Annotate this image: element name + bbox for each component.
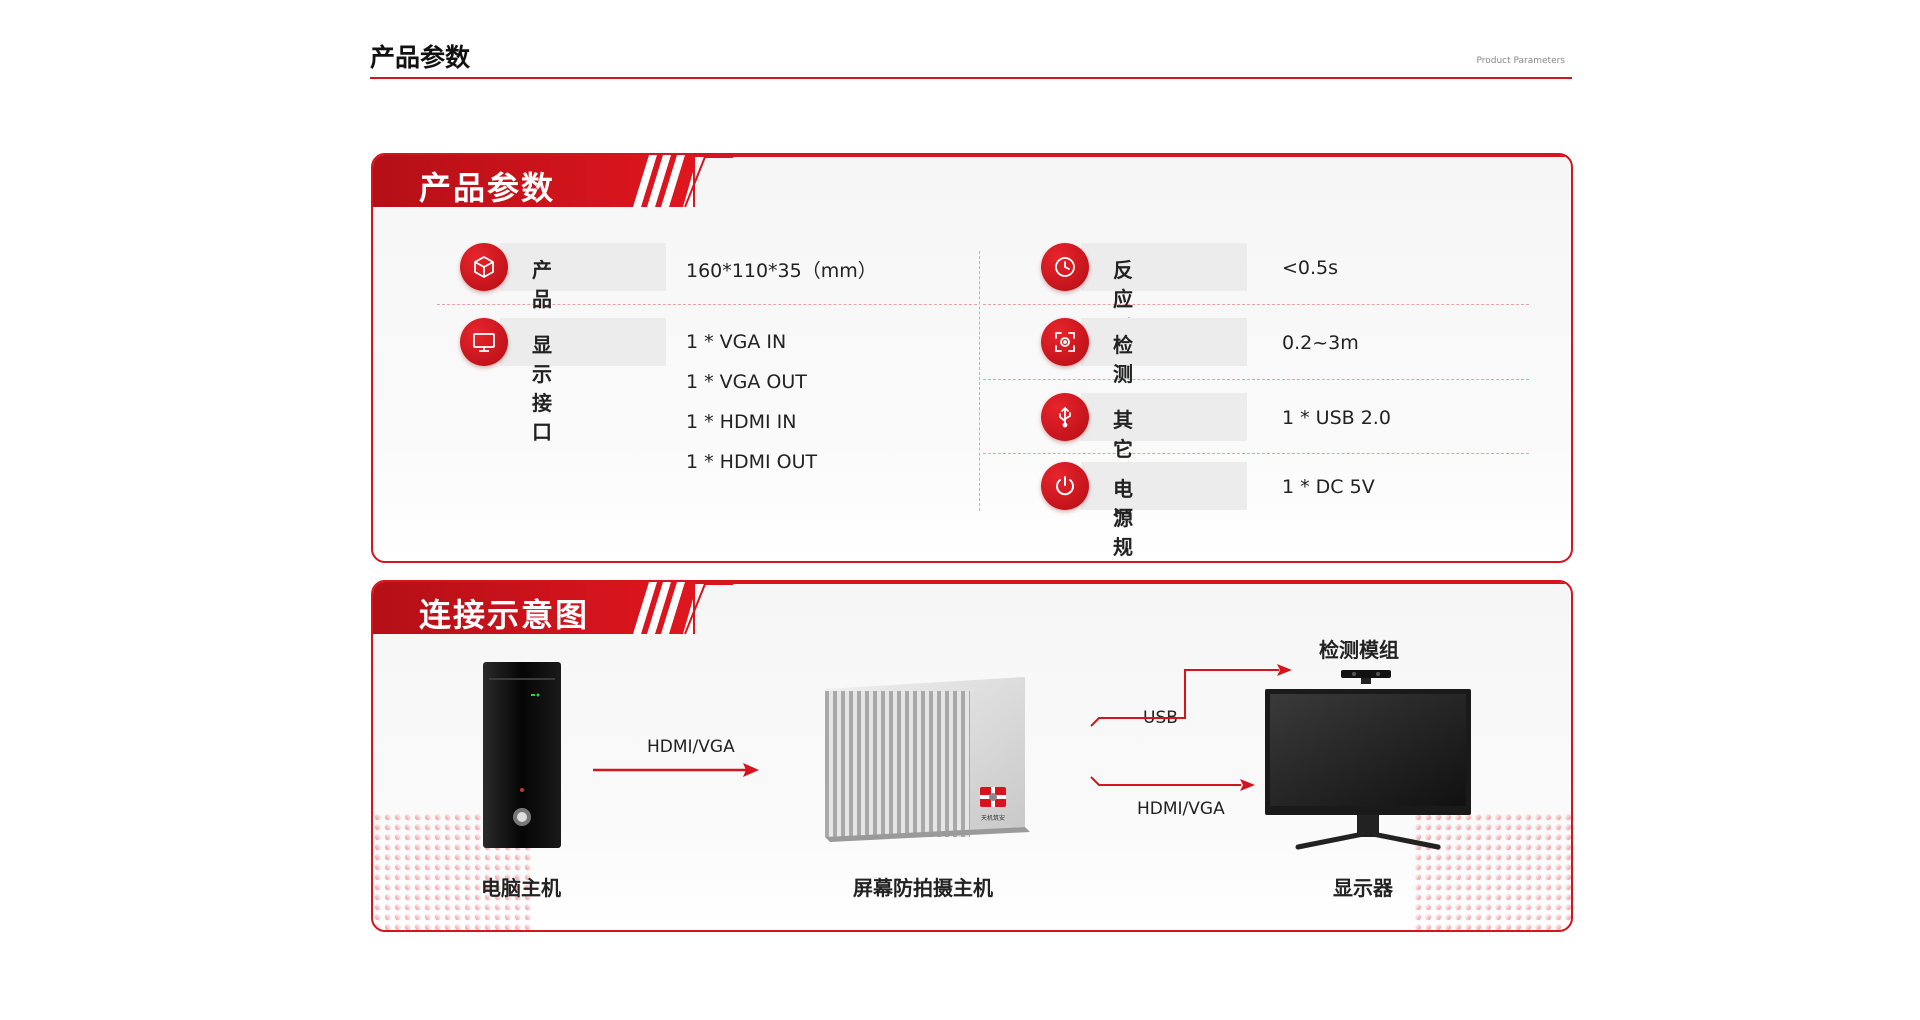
- header-stripes-decoration: [633, 155, 693, 207]
- diagram-card-top-line: [695, 582, 1571, 584]
- row-divider: [983, 379, 1529, 380]
- param-value-list: 1 * VGA IN 1 * VGA OUT 1 * HDMI IN 1 * H…: [686, 322, 817, 482]
- diagram-card-title: 连接示意图: [419, 596, 590, 634]
- page-title: 产品参数: [370, 43, 471, 72]
- node-label-sensor: 检测模组: [1319, 638, 1399, 662]
- heading-divider: [370, 77, 1572, 79]
- header-corner-decoration: [684, 156, 733, 207]
- param-label-background: [500, 318, 666, 366]
- pc-tower-image: [483, 662, 561, 848]
- header-corner-decoration: [684, 583, 733, 634]
- page-subtitle: Product Parameters: [1476, 56, 1565, 66]
- param-label: 显示接口: [532, 333, 552, 444]
- param-value: 1 * VGA OUT: [686, 371, 807, 393]
- clock-icon: [1041, 243, 1089, 291]
- diagram-card-header: 连接示意图: [373, 582, 695, 634]
- header-stripes-decoration: [633, 582, 693, 634]
- param-value: <0.5s: [1282, 257, 1339, 279]
- param-label-background: [500, 243, 666, 291]
- halftone-decoration-right: [1413, 812, 1571, 930]
- monitor-image: [1265, 689, 1471, 850]
- param-value: 1 * USB 2.0: [1282, 407, 1391, 429]
- param-label-background: [1081, 393, 1247, 441]
- param-value: 1 * VGA IN: [686, 331, 787, 353]
- params-card-title: 产品参数: [419, 169, 556, 207]
- arrow-host-to-display: [1090, 776, 1255, 791]
- param-value: 1 * DC 5V: [1282, 476, 1375, 498]
- power-icon: [1041, 462, 1089, 510]
- params-card: 产品参数 产品尺寸 160*110*35（mm） 显: [371, 153, 1573, 563]
- camera-target-icon: [1041, 318, 1089, 366]
- link-label-pc-host: HDMI/VGA: [647, 737, 735, 757]
- param-label-background: [1081, 462, 1247, 510]
- params-card-header: 产品参数: [373, 155, 695, 207]
- row-divider: [983, 453, 1529, 454]
- link-label-host-display: HDMI/VGA: [1137, 799, 1225, 819]
- params-card-top-line: [695, 155, 1571, 157]
- node-label-host: 屏幕防拍摄主机: [853, 876, 993, 900]
- param-label: 电源规格: [1113, 477, 1133, 559]
- param-value: 1 * HDMI OUT: [686, 451, 818, 473]
- param-value: 0.2~3m: [1282, 332, 1359, 354]
- usb-icon: [1041, 393, 1089, 441]
- param-label-background: [1081, 243, 1247, 291]
- arrow-host-to-sensor: [1090, 664, 1292, 727]
- row-divider: [437, 304, 977, 305]
- param-label-background: [1081, 318, 1247, 366]
- svg-text:天机筑安: 天机筑安: [981, 814, 1005, 822]
- node-label-display: 显示器: [1333, 876, 1393, 900]
- monitor-icon: [460, 318, 508, 366]
- logo-mark: [980, 787, 1006, 807]
- arrow-pc-to-host: [593, 763, 759, 777]
- sensor-module-image: [1341, 670, 1391, 684]
- cube-icon: [460, 243, 508, 291]
- column-divider: [979, 251, 980, 511]
- node-label-pc: 电脑主机: [481, 876, 561, 900]
- param-value: 160*110*35（mm）: [686, 260, 877, 282]
- diagram-card: 连接示意图 电脑主机 HDMI/VGA: [371, 580, 1573, 932]
- param-value: 1 * HDMI IN: [686, 411, 797, 433]
- anti-photo-host-image: 天机筑安: [825, 677, 1030, 842]
- row-divider: [983, 304, 1529, 305]
